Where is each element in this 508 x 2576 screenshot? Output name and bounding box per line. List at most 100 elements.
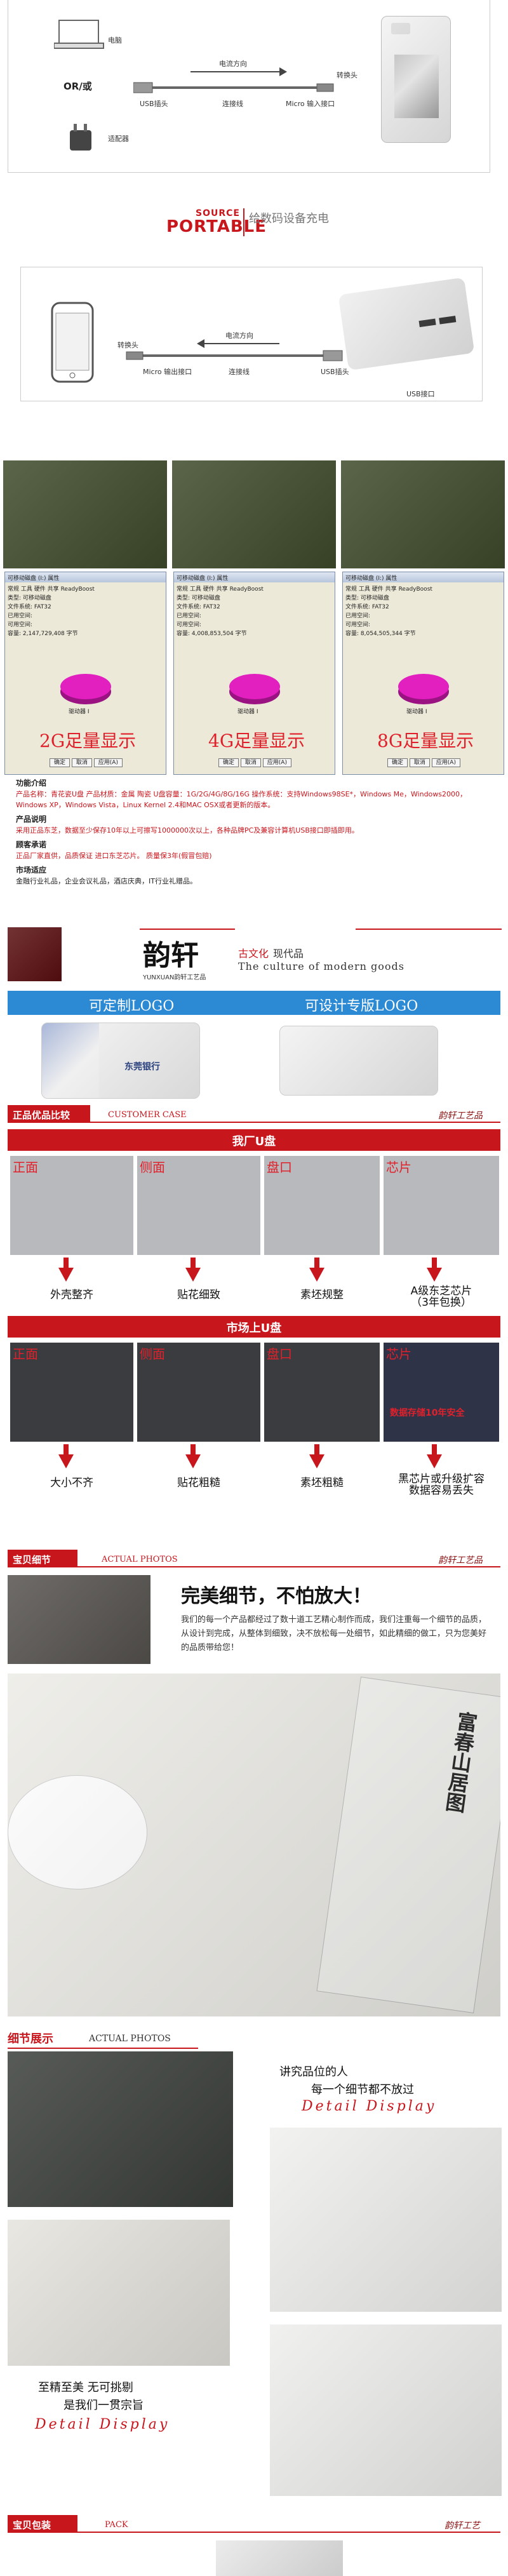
intro-h2: 产品说明: [16, 815, 47, 824]
intro-p4: 金融行业礼品，企业会议礼品，酒店庆典，IT行业礼赠品。: [16, 877, 197, 885]
charging-diagram-output: 转换头 电流方向 Micro 输出接口 连接线 USB插头 USB接口: [0, 267, 508, 451]
direction-label2: 电流方向: [225, 332, 253, 340]
mouse-closeup-photo: [270, 2324, 502, 2496]
arrow-stem: [314, 1258, 319, 1269]
ok-button[interactable]: 确定: [387, 758, 408, 767]
used-label: 已用空间:: [345, 613, 371, 619]
tab-readyboost[interactable]: ReadyBoost: [229, 586, 264, 593]
type-value: 可移动磁盘: [191, 595, 220, 601]
fs-value: FAT32: [34, 604, 51, 610]
ours-caption-front: 外壳整齐: [50, 1289, 93, 1301]
free-label: 可用空间:: [8, 622, 33, 628]
ok-button[interactable]: 确定: [50, 758, 70, 767]
tab-tools[interactable]: 工具: [358, 586, 370, 593]
tab-row: 常规 工具 硬件 共享 ReadyBoost: [345, 585, 501, 594]
brand-line: [140, 929, 235, 930]
power-bank-photo: [381, 16, 451, 143]
charging-diagram-input: 电脑 OR/或 适配器 电流方向 USB插头 连接线 Micro 输入接口 转换…: [0, 0, 508, 178]
compare-section: 正品优品比较 CUSTOMER CASE 韵轩工艺品 我厂U盘 正面 侧面 盘口…: [0, 1105, 508, 1543]
market-tile-side: 侧面: [136, 1341, 262, 1443]
arrow-down-icon: [58, 1454, 74, 1468]
tab-tools[interactable]: 工具: [189, 586, 201, 593]
laptop-icon: [54, 20, 104, 49]
detail-section: 宝贝细节 ACTUAL PHOTOS 韵轩工艺品 完美细节，不怕放大！ 我们的每…: [0, 1550, 508, 2020]
ours-tile-port: 盘口: [263, 1155, 381, 1256]
disk-pie-chart: [398, 674, 449, 699]
detail-body: 我们的每一个产品都经过了数十道工艺精心制作而成，我们注重每一个细节的品质，从设计…: [181, 1615, 487, 1653]
capacity-label: 容量:: [345, 631, 359, 637]
tab-hardware[interactable]: 硬件: [203, 586, 215, 593]
market-caption-front: 大小不齐: [50, 1477, 93, 1489]
custom-logo-product: 东莞银行: [41, 1023, 200, 1099]
apply-button[interactable]: 应用(A): [93, 758, 123, 767]
usb-head-label2: USB插头: [321, 368, 349, 376]
cancel-button[interactable]: 取消: [71, 758, 92, 767]
detail-display: Detail Display: [302, 2098, 437, 2114]
tab-general[interactable]: 常规: [177, 586, 189, 593]
showcase-section: 细节展示 ACTUAL PHOTOS 讲究品位的人 每一个细节都不放过 Deta…: [0, 2026, 508, 2509]
bank-name: 东莞银行: [124, 1062, 160, 1072]
disk-pie-chart: [229, 674, 280, 699]
intro-h4: 市场适应: [16, 866, 47, 875]
tab-share[interactable]: 共享: [216, 586, 228, 593]
arrow-stem: [190, 1444, 196, 1456]
tab-hardware[interactable]: 硬件: [371, 586, 384, 593]
arrow-stem: [314, 1444, 319, 1456]
fs-value: FAT32: [203, 604, 220, 610]
brand-slogan: The culture of modern goods: [238, 960, 405, 972]
micro-output-label: Micro 输出接口: [143, 368, 192, 376]
cancel-button[interactable]: 取消: [409, 758, 430, 767]
arrow-down-icon: [427, 1454, 442, 1468]
drive-label: 驱动器 I: [237, 709, 258, 715]
tile-label: 正面: [13, 1346, 38, 1362]
detail-en: ACTUAL PHOTOS: [102, 1555, 178, 1564]
tab-share[interactable]: 共享: [385, 586, 397, 593]
ok-button[interactable]: 确定: [218, 758, 239, 767]
used-label: 已用空间:: [8, 613, 33, 619]
scroll-title: 富春山居图: [441, 1710, 479, 1815]
fs-value: FAT32: [371, 604, 389, 610]
compare-en: CUSTOMER CASE: [108, 1110, 187, 1120]
micro-plug-icon2: [126, 351, 144, 360]
tab-readyboost[interactable]: ReadyBoost: [60, 586, 95, 593]
tab-tools[interactable]: 工具: [20, 586, 32, 593]
compare-title: 正品优品比较: [8, 1105, 90, 1123]
portable-text: PORTABLE: [166, 217, 267, 236]
market-title: 市场上U盘: [8, 1316, 500, 1338]
cable-line2: [137, 354, 327, 357]
apply-button[interactable]: 应用(A): [262, 758, 291, 767]
tab-general[interactable]: 常规: [345, 586, 358, 593]
arrow-stem: [432, 1444, 437, 1456]
fs-label: 文件系统:: [177, 604, 202, 610]
camera-photo: [8, 1575, 150, 1664]
arrow-down-icon: [185, 1454, 201, 1468]
tile-label: 芯片: [386, 1160, 411, 1175]
ours-caption-port: 素坯规整: [300, 1289, 344, 1301]
ours-caption-side: 贴花细致: [177, 1289, 220, 1301]
apply-button[interactable]: 应用(A): [431, 758, 460, 767]
cable-label: 连接线: [222, 100, 243, 108]
showcase-quote2: 每一个细节都不放过: [311, 2083, 414, 2096]
window-title: 可移动磁盘 (I:) 属性: [5, 572, 166, 582]
capacity-label: 容量:: [177, 631, 190, 637]
tab-readyboost[interactable]: ReadyBoost: [398, 586, 432, 593]
tile-label: 盘口: [267, 1346, 292, 1362]
tab-general[interactable]: 常规: [8, 586, 20, 593]
showcase-quote3: 至精至美 无可挑剔: [38, 2381, 133, 2394]
cable-line: [143, 86, 321, 89]
tile-label: 盘口: [267, 1160, 292, 1175]
product-intro: 功能介绍 产品名称：青花瓷U盘 产品材质：金属 陶瓷 U盘容量：1G/2G/4G…: [0, 778, 508, 921]
market-tile-chip: 芯片数据存储10年安全: [382, 1341, 500, 1443]
brand-name: 韵轩: [143, 939, 199, 972]
tab-hardware[interactable]: 硬件: [34, 586, 46, 593]
tab-share[interactable]: 共享: [47, 586, 59, 593]
drive-label: 驱动器 I: [69, 709, 90, 715]
window-title: 可移动磁盘 (I:) 属性: [174, 572, 335, 582]
usb-photo-2: [172, 460, 336, 568]
cancel-button[interactable]: 取消: [240, 758, 261, 767]
logo-section: 可定制LOGO 可设计专版LOGO 东莞银行: [0, 991, 508, 1102]
market-caption-port: 素坯粗糙: [300, 1477, 344, 1489]
arrow-stem: [64, 1258, 69, 1269]
market-tile-front: 正面: [9, 1341, 135, 1443]
arrow-down-icon: [309, 1268, 324, 1282]
